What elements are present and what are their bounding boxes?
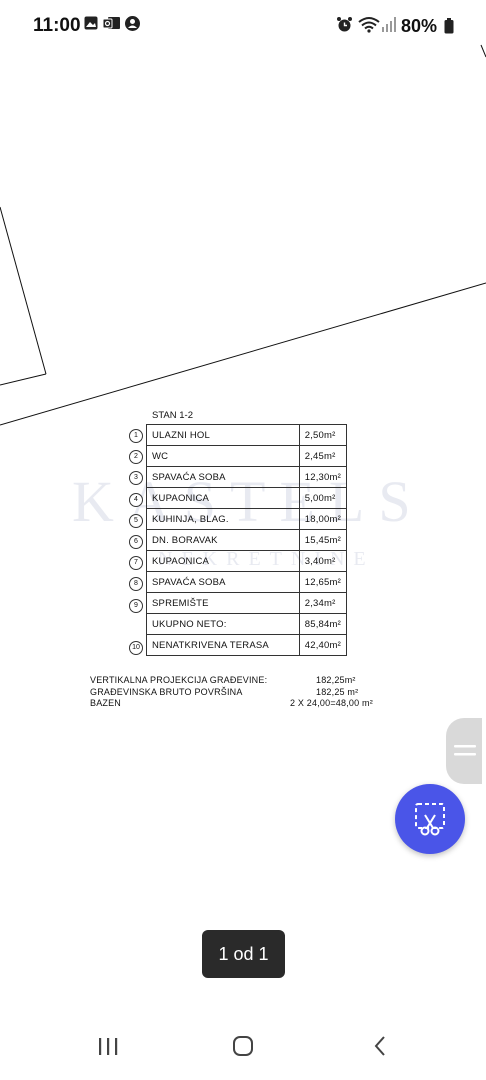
room-name: DN. BORAVAK	[146, 529, 300, 551]
smart-select-button[interactable]	[395, 784, 465, 854]
room-area: 15,45m²	[298, 529, 348, 551]
gallery-icon	[84, 16, 98, 30]
menu-handle[interactable]	[446, 718, 482, 784]
wifi-icon	[358, 17, 380, 33]
battery-percentage: 80%	[401, 16, 438, 36]
summary-value-1: 182,25m²	[316, 675, 356, 685]
home-icon[interactable]	[231, 1034, 255, 1058]
status-bar: 11:00 80%	[0, 0, 486, 52]
room-area: 2,50m²	[298, 424, 348, 446]
room-name: SPAVAĆA SOBA	[146, 466, 300, 488]
status-time: 11:00	[33, 15, 81, 36]
alarm-icon	[337, 17, 352, 32]
room-area: 42,40m²	[298, 634, 348, 656]
room-name: SPREMIŠTE	[146, 592, 300, 614]
room-number-badge: 3	[129, 471, 143, 486]
summary-label-2: GRAĐEVINSKA BRUTO POVRŠINA	[90, 687, 243, 697]
battery-icon	[444, 18, 454, 34]
table-title: STAN 1-2	[152, 410, 194, 421]
room-area: 12,30m²	[298, 466, 348, 488]
recents-icon[interactable]	[96, 1034, 120, 1058]
back-icon[interactable]	[369, 1034, 393, 1058]
account-icon	[125, 16, 140, 31]
room-name: SPAVAĆA SOBA	[146, 571, 300, 593]
summary-value-2: 182,25 m²	[316, 687, 359, 697]
room-area: 85,84m²	[298, 613, 348, 635]
screenshot-scissors-icon	[415, 803, 445, 836]
menu-handle-icon	[454, 745, 476, 756]
room-area: 18,00m²	[298, 508, 348, 530]
room-name: KUPAONICA	[146, 487, 300, 509]
room-name: WC	[146, 445, 300, 467]
room-number-badge: 4	[129, 492, 143, 507]
room-name: KUHINJA, BLAG.	[146, 508, 300, 530]
room-number-badge: 5	[129, 513, 143, 528]
room-name: ULAZNI HOL	[146, 424, 300, 446]
room-area: 5,00m²	[298, 487, 348, 509]
room-number-badge: 8	[129, 577, 143, 592]
room-area: 2,45m²	[298, 445, 348, 467]
room-number-badge: 1	[129, 429, 143, 443]
page-indicator: 1 od 1	[202, 930, 285, 978]
room-name: KUPAONICA	[146, 550, 300, 572]
room-name: UKUPNO NETO:	[146, 613, 300, 635]
summary-value-3: 2 X 24,00=48,00 m²	[290, 698, 373, 708]
room-number-badge: 10	[129, 641, 143, 655]
room-area: 12,65m²	[298, 571, 348, 593]
room-name: NENATKRIVENA TERASA	[146, 634, 300, 656]
room-number-badge: 7	[129, 556, 143, 571]
summary-label-1: VERTIKALNA PROJEKCIJA GRAĐEVINE:	[90, 675, 268, 685]
room-area: 2,34m²	[298, 592, 348, 614]
signal-icon	[382, 17, 396, 32]
outlook-icon	[103, 17, 120, 29]
table-row: KUHINJA, BLAG.18,00m²	[146, 508, 348, 530]
room-number-badge: 2	[129, 450, 143, 465]
table-row: UKUPNO NETO:85,84m²	[146, 613, 348, 635]
room-area: 3,40m²	[298, 550, 348, 572]
room-number-badge: 6	[129, 535, 143, 549]
room-number-badge: 9	[129, 598, 143, 613]
summary-label-3: BAZEN	[90, 698, 122, 708]
